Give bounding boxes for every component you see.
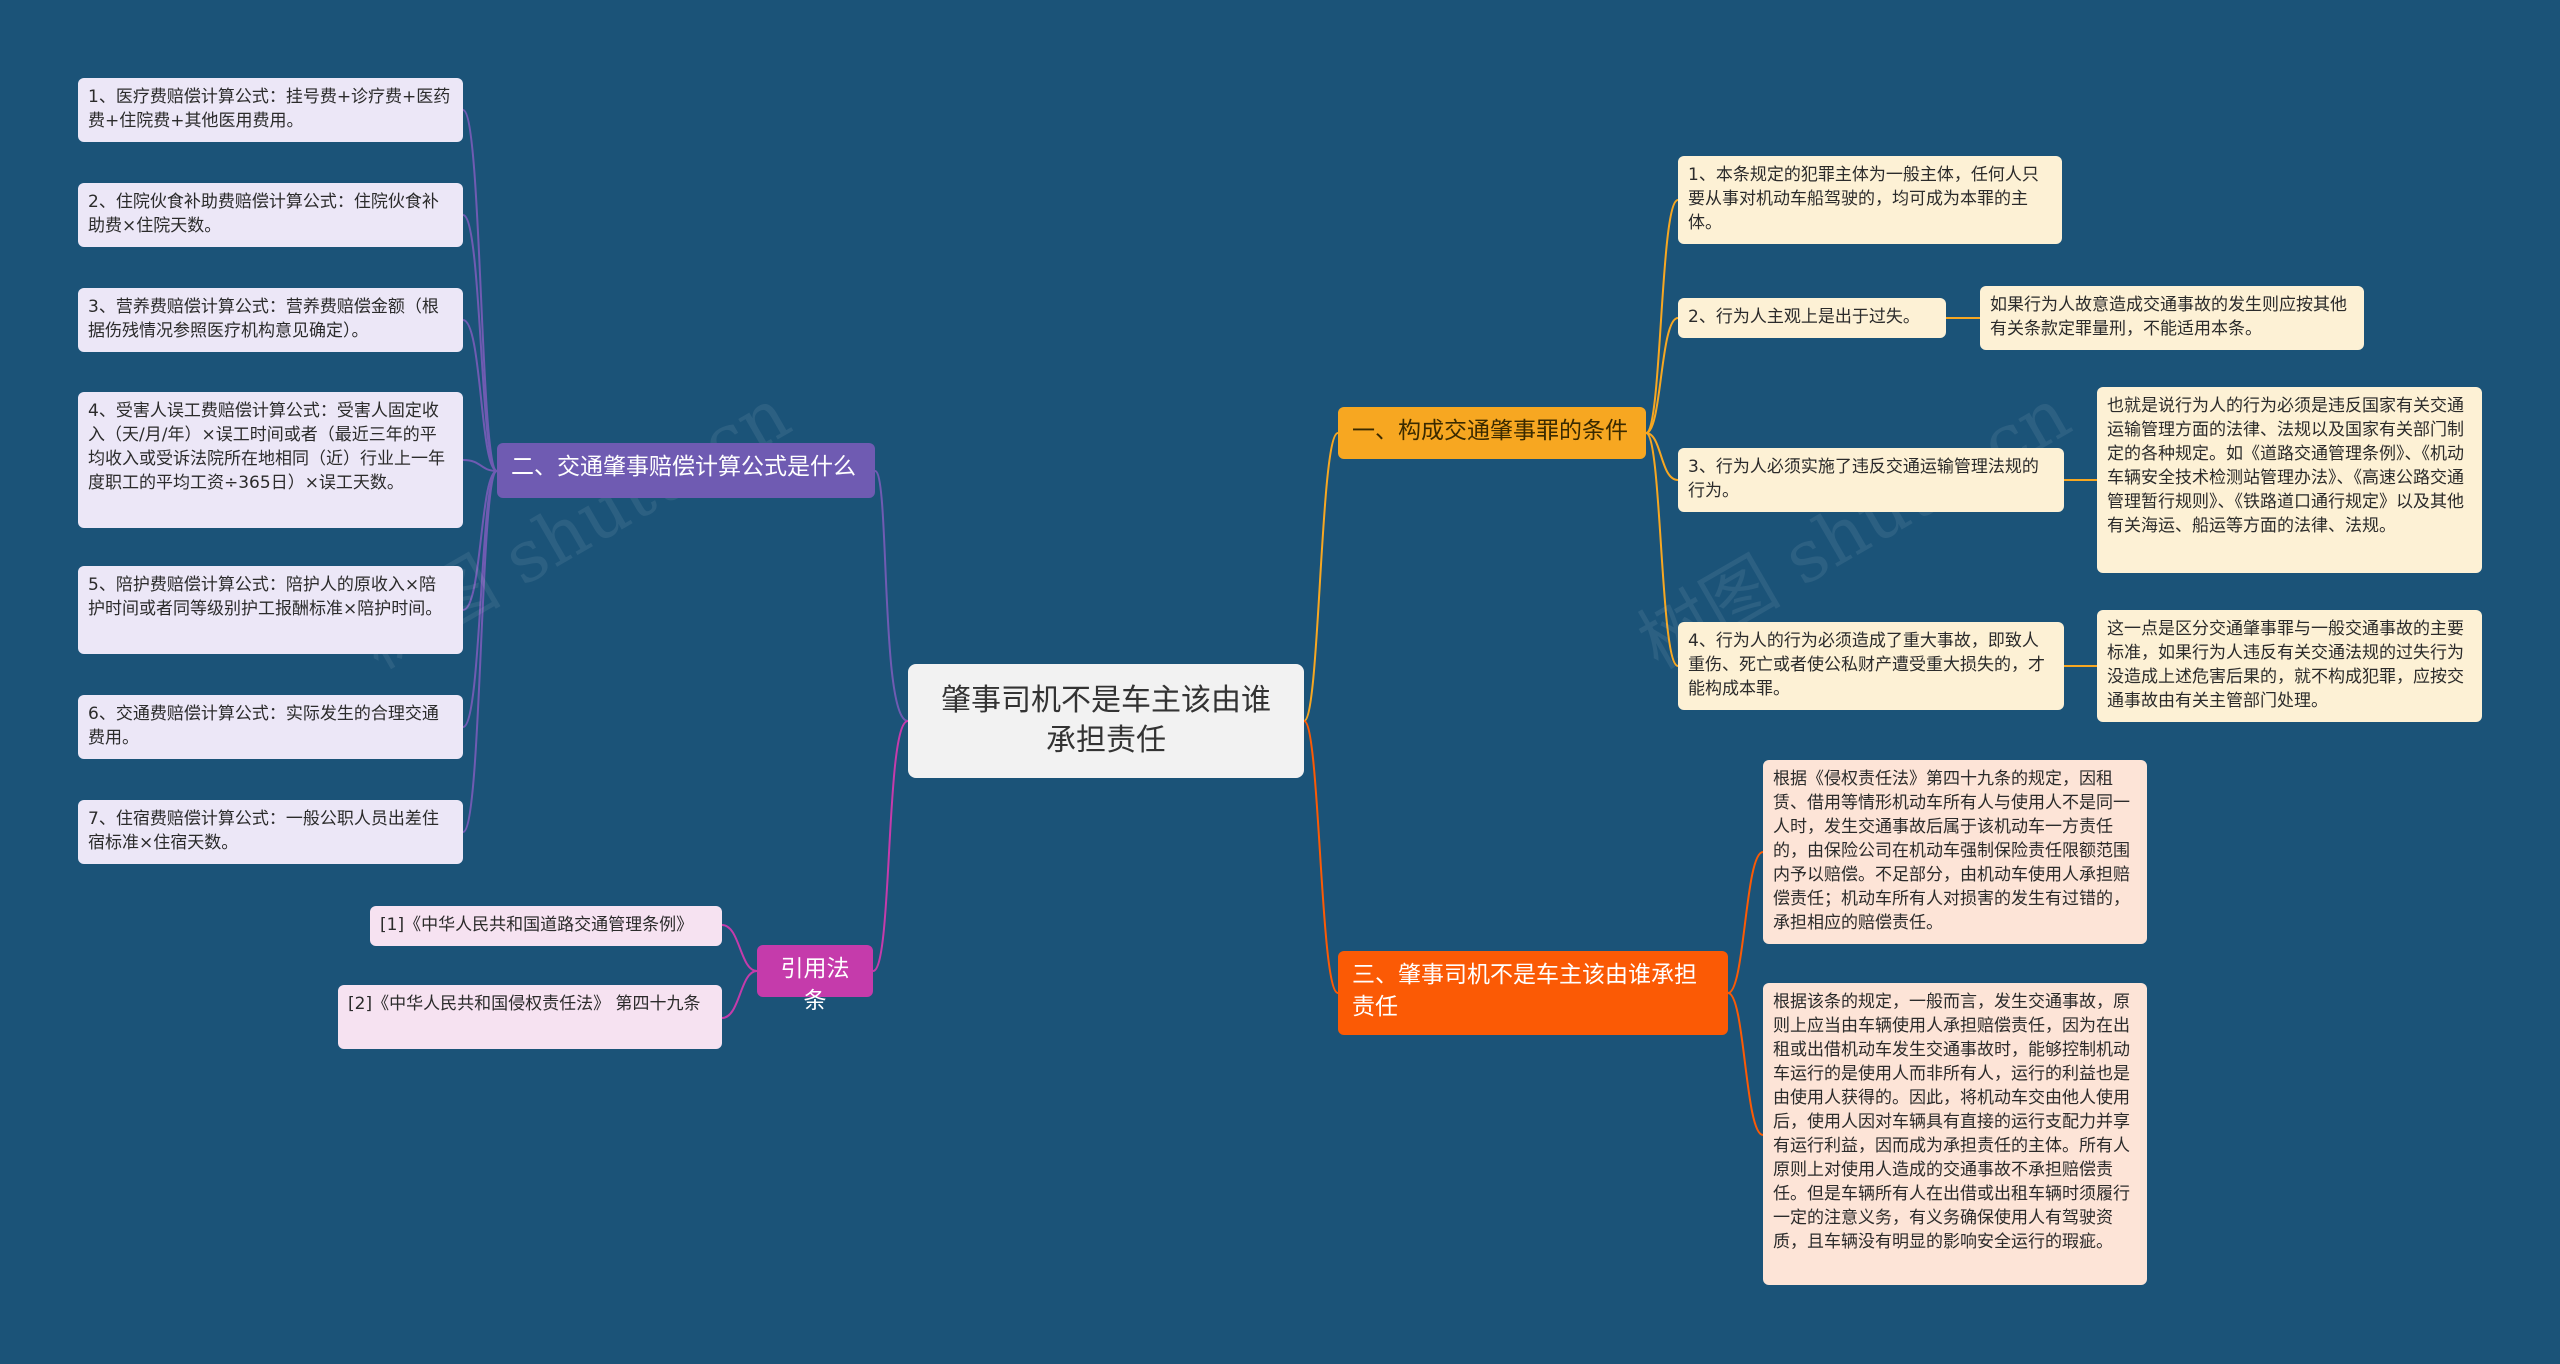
leaf-condition-4-detail[interactable]: 这一点是区分交通肇事罪与一般交通事故的主要标准，如果行为人违反有关交通法规的过失… (2097, 610, 2482, 722)
link-root-r3 (1303, 720, 1339, 994)
branch-crime-conditions[interactable]: 一、构成交通肇事罪的条件 (1338, 407, 1646, 459)
leaf-medical-fee[interactable]: 1、医疗费赔偿计算公式：挂号费+诊疗费+医药费+住院费+其他医用费用。 (78, 78, 463, 142)
leaf-citation-1[interactable]: [1]《中华人民共和国道路交通管理条例》 (370, 906, 722, 946)
leaf-nutrition-fee[interactable]: 3、营养费赔偿计算公式：营养费赔偿金额（根据伤残情况参照医疗机构意见确定）。 (78, 288, 463, 352)
leaf-liability-law[interactable]: 根据《侵权责任法》第四十九条的规定，因租赁、借用等情形机动车所有人与使用人不是同… (1763, 760, 2147, 944)
leaf-lodging-fee[interactable]: 7、住宿费赔偿计算公式：一般公职人员出差住宿标准×住宿天数。 (78, 800, 463, 864)
leaf-liability-explanation[interactable]: 根据该条的规定，一般而言，发生交通事故，原则上应当由车辆使用人承担赔偿责任，因为… (1763, 983, 2147, 1285)
branch-liability[interactable]: 三、肇事司机不是车主该由谁承担责任 (1338, 951, 1728, 1035)
leaf-nursing-fee[interactable]: 5、陪护费赔偿计算公式：陪护人的原收入×陪护时间或者同等级别护工报酬标准×陪护时… (78, 566, 463, 654)
leaf-citation-2[interactable]: [2]《中华人民共和国侵权责任法》 第四十九条 (338, 985, 722, 1049)
leaf-condition-3[interactable]: 3、行为人必须实施了违反交通运输管理法规的行为。 (1678, 448, 2064, 512)
leaf-transport-fee[interactable]: 6、交通费赔偿计算公式：实际发生的合理交通费用。 (78, 695, 463, 759)
leaf-condition-1[interactable]: 1、本条规定的犯罪主体为一般主体，任何人只要从事对机动车船驾驶的，均可成为本罪的… (1678, 156, 2062, 244)
leaf-condition-4[interactable]: 4、行为人的行为必须造成了重大事故，即致人重伤、死亡或者使公私财产遭受重大损失的… (1678, 622, 2064, 710)
leaf-condition-3-detail[interactable]: 也就是说行为人的行为必须是违反国家有关交通运输管理方面的法律、法规以及国家有关部… (2097, 387, 2482, 573)
root-topic[interactable]: 肇事司机不是车主该由谁承担责任 (908, 664, 1304, 778)
link-root-r1 (1303, 432, 1339, 722)
link-root-cite (872, 720, 909, 972)
branch-cited-laws[interactable]: 引用法条 (757, 945, 873, 1014)
leaf-lost-wages[interactable]: 4、受害人误工费赔偿计算公式：受害人固定收入（天/月/年）×误工时间或者（最近三… (78, 392, 463, 528)
leaf-hospital-meal[interactable]: 2、住院伙食补助费赔偿计算公式：住院伙食补助费×住院天数。 (78, 183, 463, 247)
leaf-condition-2-detail[interactable]: 如果行为人故意造成交通事故的发生则应按其他有关条款定罪量刑，不能适用本条。 (1980, 286, 2364, 350)
leaf-condition-2[interactable]: 2、行为人主观上是出于过失。 (1678, 298, 1946, 338)
link-root-left (874, 470, 909, 722)
branch-compensation-formulas[interactable]: 二、交通肇事赔偿计算公式是什么 (497, 443, 875, 498)
